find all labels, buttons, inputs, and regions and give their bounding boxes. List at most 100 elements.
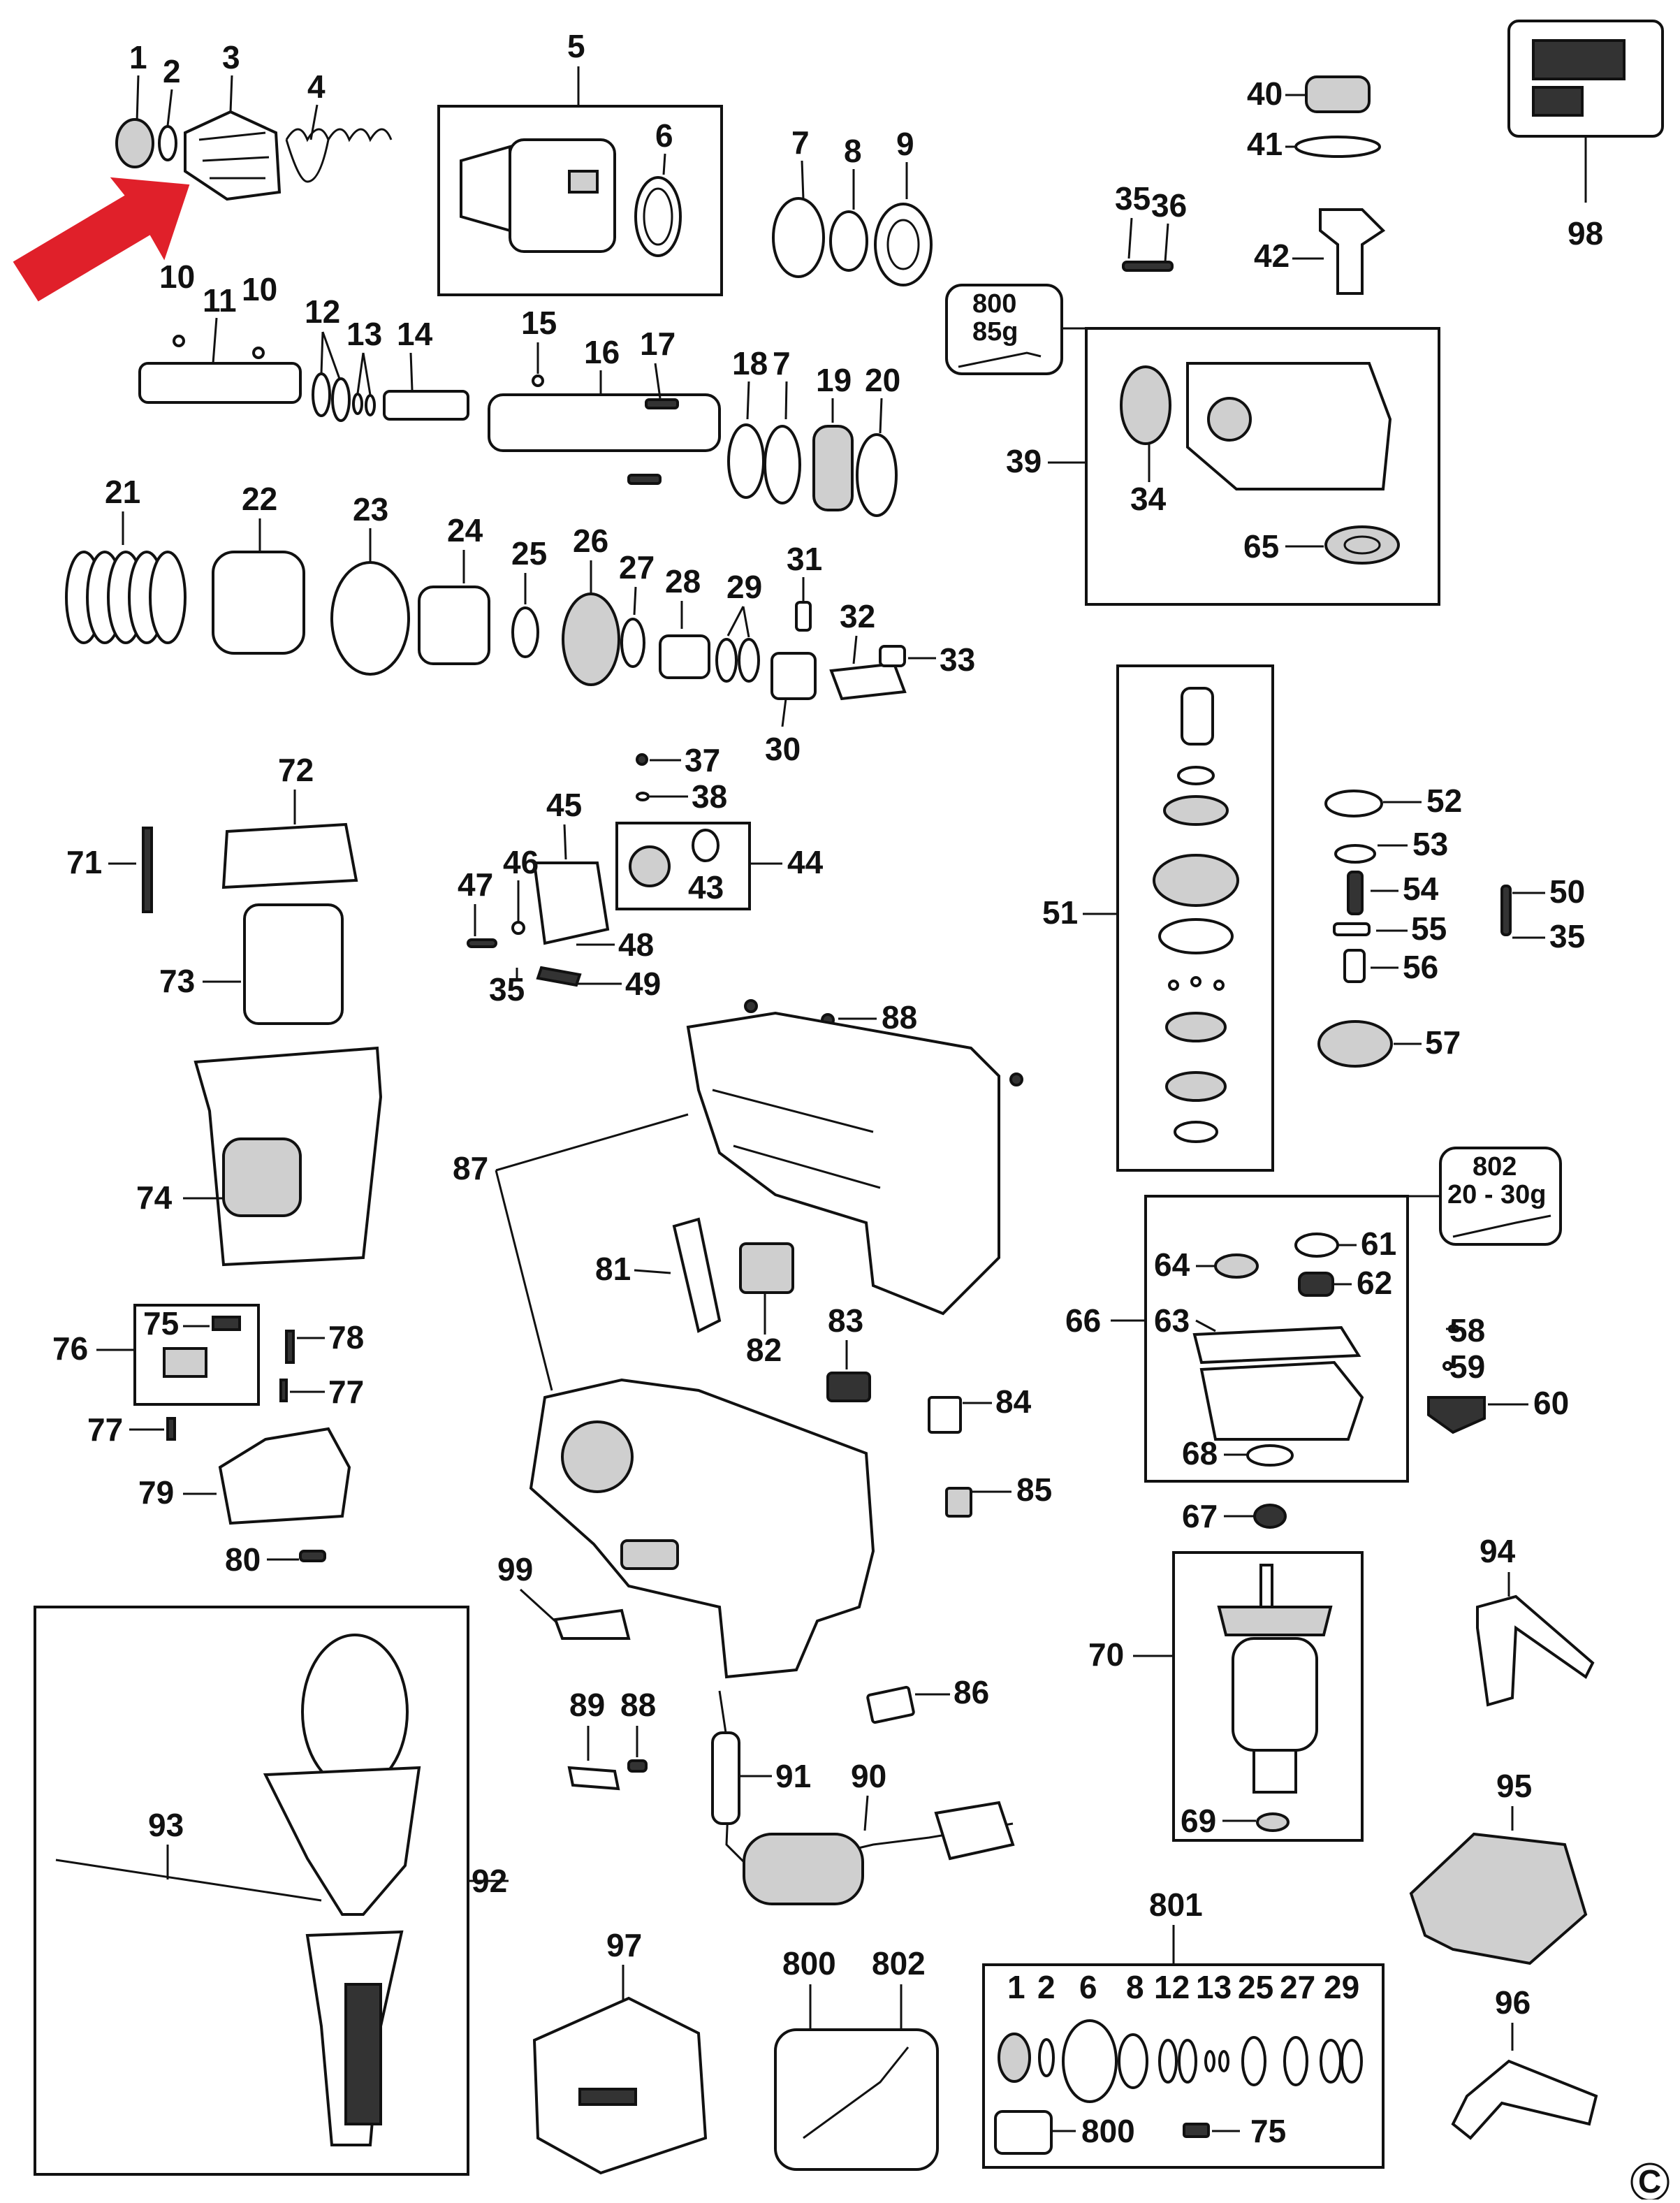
callout-4: 4 bbox=[307, 68, 326, 105]
part-90-cable-spiral bbox=[743, 1833, 864, 1905]
callout-35b: 35 bbox=[489, 971, 525, 1008]
part-86-label bbox=[866, 1685, 915, 1724]
callout-38: 38 bbox=[692, 778, 727, 815]
callout-2: 2 bbox=[163, 53, 181, 89]
kit-callout-27: 27 bbox=[1280, 1969, 1315, 2005]
part-91-cable-guard bbox=[711, 1731, 740, 1825]
callout-46: 46 bbox=[503, 844, 539, 880]
callout-87: 87 bbox=[453, 1150, 488, 1186]
box-kit-801 bbox=[982, 1963, 1385, 2169]
part-16-cylinder bbox=[488, 393, 721, 452]
kit-callout-6: 6 bbox=[1079, 1969, 1097, 2005]
callout-88a: 88 bbox=[882, 999, 917, 1035]
part-23-oring bbox=[330, 561, 410, 676]
callout-69: 69 bbox=[1181, 1803, 1216, 1839]
box-part-44 bbox=[615, 822, 751, 910]
part-34-ring bbox=[1120, 365, 1171, 445]
callout-49: 49 bbox=[625, 966, 661, 1002]
callout-54: 54 bbox=[1403, 871, 1439, 907]
box-part-5 bbox=[437, 105, 723, 296]
lube-802-part: 802 bbox=[1473, 1152, 1517, 1182]
callout-3: 3 bbox=[222, 39, 240, 75]
callout-45: 45 bbox=[546, 787, 582, 823]
part-90-plug bbox=[934, 1801, 1015, 1861]
part-42-crank bbox=[1319, 208, 1386, 295]
callout-31: 31 bbox=[787, 541, 822, 577]
part-82-switch bbox=[739, 1242, 794, 1294]
kit-callout-2: 2 bbox=[1037, 1969, 1056, 2005]
callout-7: 7 bbox=[791, 124, 810, 161]
part-7-oring bbox=[772, 197, 825, 278]
highlight-arrow-icon bbox=[13, 177, 190, 302]
part-28-bushing bbox=[659, 634, 710, 679]
part-group-motor-housing: 72 71 73 74 75 76 78 77 77 79 80 bbox=[52, 752, 383, 1578]
grease-tube-icon-2 bbox=[1452, 1214, 1551, 1238]
part-group-chuck-front: 1 2 3 4 bbox=[115, 39, 393, 201]
part-26-gear bbox=[562, 592, 620, 686]
callout-99: 99 bbox=[497, 1551, 533, 1587]
part-79-brush-cap bbox=[218, 1427, 351, 1525]
kit-callout-29: 29 bbox=[1324, 1969, 1359, 2005]
callout-39: 39 bbox=[1006, 443, 1042, 479]
part-group-intermediate-shaft: 51 52 53 54 55 56 57 50 35 bbox=[1042, 664, 1585, 1172]
callout-6: 6 bbox=[655, 117, 673, 154]
callout-84: 84 bbox=[995, 1383, 1032, 1420]
callout-63: 63 bbox=[1154, 1302, 1190, 1339]
callout-8: 8 bbox=[844, 133, 862, 169]
part-group-selector: 37 38 43 44 45 46 47 48 49 35 bbox=[458, 742, 824, 1008]
callout-16: 16 bbox=[584, 334, 620, 370]
lube-800-amount: 85g bbox=[972, 317, 1018, 347]
callout-42: 42 bbox=[1254, 238, 1290, 274]
box-part-66 bbox=[1144, 1195, 1409, 1483]
part-97-kitbox bbox=[532, 1996, 708, 2175]
callout-67: 67 bbox=[1182, 1498, 1218, 1534]
callout-89: 89 bbox=[569, 1687, 605, 1723]
box-part-39 bbox=[1085, 327, 1440, 606]
lube-800-part: 800 bbox=[972, 289, 1016, 319]
part-99-cover bbox=[553, 1608, 631, 1640]
callout-61: 61 bbox=[1361, 1226, 1396, 1262]
callout-20: 20 bbox=[865, 362, 900, 398]
part-group-spindle: 10 11 10 12 13 14 15 16 17 18 7 19 20 bbox=[138, 259, 900, 517]
kit-callout-13: 13 bbox=[1196, 1969, 1232, 2005]
part-2-ring bbox=[158, 125, 177, 161]
part-4-spring bbox=[285, 128, 393, 183]
part-51-gear bbox=[1153, 854, 1239, 907]
callout-34: 34 bbox=[1130, 481, 1167, 517]
part-71-screw bbox=[142, 827, 153, 913]
box-part-51 bbox=[1116, 664, 1274, 1172]
callout-80: 80 bbox=[225, 1541, 261, 1578]
part-92-band bbox=[301, 1634, 409, 1790]
callout-36: 36 bbox=[1151, 187, 1187, 224]
callout-1: 1 bbox=[129, 39, 147, 75]
part-65-bearing bbox=[1324, 525, 1400, 565]
callout-59: 59 bbox=[1449, 1348, 1485, 1385]
kit-callout-8: 8 bbox=[1126, 1969, 1144, 2005]
callout-71: 71 bbox=[66, 844, 102, 880]
part-45-knob-plate bbox=[532, 861, 610, 945]
part-group-field-case: 802 20 - 30g 66 64 61 62 63 68 58 59 60 … bbox=[1065, 1147, 1569, 1842]
callout-91: 91 bbox=[775, 1758, 811, 1794]
callout-37: 37 bbox=[685, 742, 720, 778]
callout-801: 801 bbox=[1149, 1886, 1203, 1923]
callout-57: 57 bbox=[1425, 1024, 1461, 1061]
callout-72: 72 bbox=[278, 752, 314, 788]
callout-55: 55 bbox=[1411, 910, 1447, 947]
lube-802-amount: 20 - 30g bbox=[1447, 1180, 1547, 1209]
part-30-bush bbox=[770, 652, 817, 700]
callout-24: 24 bbox=[447, 512, 483, 548]
callout-17: 17 bbox=[640, 326, 675, 362]
callout-21: 21 bbox=[105, 474, 140, 510]
callout-73: 73 bbox=[159, 963, 195, 999]
kit-callout-25: 25 bbox=[1238, 1969, 1273, 2005]
callout-15: 15 bbox=[521, 305, 557, 341]
callout-77a: 77 bbox=[328, 1374, 364, 1410]
part-66-field-case bbox=[1199, 1360, 1364, 1441]
part-57-clutch bbox=[1317, 1020, 1393, 1068]
callout-93: 93 bbox=[148, 1807, 184, 1843]
callout-90: 90 bbox=[851, 1758, 886, 1794]
part-60-brush-spring bbox=[1427, 1396, 1486, 1434]
callout-66: 66 bbox=[1065, 1302, 1101, 1339]
kit-callout-75: 75 bbox=[1250, 2113, 1286, 2149]
